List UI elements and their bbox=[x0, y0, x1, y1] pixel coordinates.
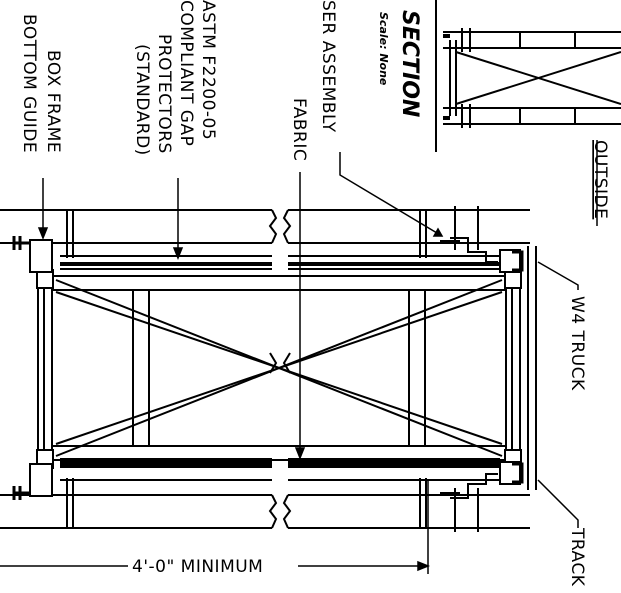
label-astm-2: COMPLIANT GAP bbox=[176, 0, 196, 146]
label-astm-3: PROTECTORS bbox=[154, 34, 174, 154]
label-fabric: FABRIC bbox=[289, 98, 309, 161]
label-outside: OUTSIDE bbox=[590, 140, 610, 219]
gate-frame bbox=[0, 206, 537, 532]
fabric-bands bbox=[60, 262, 500, 466]
dimension-label: 4'-0" MINIMUM bbox=[132, 557, 263, 577]
label-astm-1: ASTM F2200-05 bbox=[198, 0, 218, 140]
label-assembly: SER ASSEMBLY bbox=[318, 0, 338, 133]
label-w4-truck: W4 TRUCK bbox=[567, 296, 587, 391]
leader-lines bbox=[37, 152, 579, 528]
label-astm-4: (STANDARD) bbox=[132, 44, 152, 156]
section-title: SECTION bbox=[397, 10, 422, 117]
section-scale: Scale: None bbox=[377, 12, 390, 86]
label-track: TRACK bbox=[567, 527, 587, 587]
label-bottom-guide: BOTTOM GUIDE bbox=[19, 14, 39, 153]
section-detail bbox=[435, 0, 621, 152]
dimension-line bbox=[0, 480, 431, 574]
label-box-frame: BOX FRAME bbox=[43, 50, 63, 153]
